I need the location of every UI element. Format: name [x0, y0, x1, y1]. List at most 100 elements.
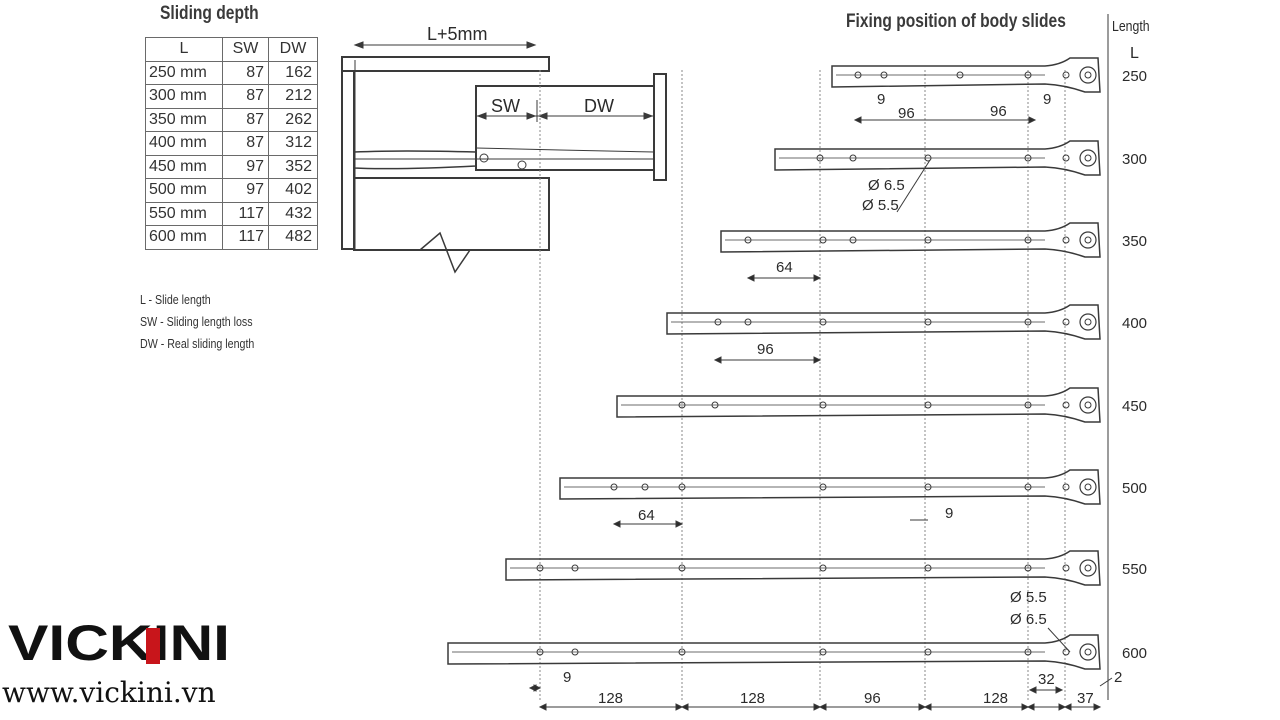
dim-label: 96 — [898, 105, 915, 122]
slide-450 — [616, 387, 1101, 423]
slide-250 — [831, 57, 1101, 93]
mounting-hole — [1024, 236, 1032, 244]
mounting-hole — [678, 401, 686, 409]
slide-500 — [559, 469, 1101, 505]
slide-length-label: 300 — [1122, 151, 1147, 168]
dim-label: 128 — [983, 690, 1008, 707]
hole-callout: Ø 6.5 — [1010, 611, 1047, 628]
cabinet-lower-panel — [353, 177, 550, 251]
dim-label: 128 — [598, 690, 623, 707]
mounting-hole — [678, 648, 686, 656]
mounting-hole — [1024, 401, 1032, 409]
sliding-depth-title: Sliding depth — [160, 3, 259, 24]
legend-l: L - Slide length — [140, 292, 211, 307]
dim-label: 9 — [1043, 91, 1051, 108]
mounting-hole — [819, 236, 827, 244]
mounting-hole — [536, 564, 544, 572]
slide-outline — [559, 469, 1101, 505]
table-cell: 500 mm — [145, 178, 223, 203]
slide-600 — [447, 634, 1101, 670]
length-symbol: L — [1130, 45, 1139, 62]
hole-callout: Ø 5.5 — [1010, 589, 1047, 606]
table-cell: 262 — [268, 107, 318, 132]
slide-wheel — [1079, 313, 1097, 331]
slide-350 — [720, 222, 1101, 258]
hole-callout: Ø 6.5 — [868, 177, 905, 194]
mounting-hole — [924, 564, 932, 572]
table-cell: 482 — [268, 225, 318, 250]
svg-text:VICKINI: VICKINI — [8, 618, 230, 668]
mounting-hole — [536, 648, 544, 656]
mounting-hole — [1024, 564, 1032, 572]
table-cell: 350 mm — [145, 107, 223, 132]
vickini-logo: VICKINI — [8, 618, 230, 668]
slide-outline — [774, 140, 1101, 176]
sw-label: SW — [491, 96, 520, 116]
mounting-hole — [849, 154, 857, 162]
table-cell: 87 — [222, 131, 269, 156]
table-cell: 87 — [222, 84, 269, 109]
table-cell: 600 mm — [145, 225, 223, 250]
mounting-hole — [571, 564, 579, 572]
mounting-hole — [571, 648, 579, 656]
slide-length-label: 500 — [1122, 480, 1147, 497]
slide-wheel — [1079, 231, 1097, 249]
slide-wheel — [1079, 478, 1097, 496]
slide-wheel — [1079, 66, 1097, 84]
dim-label: 96 — [990, 103, 1007, 120]
mounting-hole — [714, 318, 722, 326]
length-header: Length — [1112, 18, 1150, 35]
legend-dw: DW - Real sliding length — [140, 336, 255, 351]
mounting-hole — [744, 318, 752, 326]
table-cell: 450 mm — [145, 154, 223, 179]
mounting-hole — [744, 236, 752, 244]
hole-callout: Ø 5.5 — [862, 197, 899, 214]
slide-length-label: 400 — [1122, 315, 1147, 332]
slide-wheel — [1079, 149, 1097, 167]
dim-label: 9 — [877, 91, 885, 108]
mounting-hole — [816, 154, 824, 162]
mounting-hole — [849, 236, 857, 244]
drawer-front — [653, 73, 667, 181]
legend-sw: SW - Sliding length loss — [140, 314, 253, 329]
mounting-hole — [924, 318, 932, 326]
table-cell: 162 — [268, 60, 318, 85]
table-cell: 117 — [222, 225, 269, 250]
dim-label: 96 — [864, 690, 881, 707]
table-header-cell: L — [145, 37, 223, 62]
slide-length-label: 350 — [1122, 233, 1147, 250]
mounting-hole — [1024, 483, 1032, 491]
slide-outline — [666, 304, 1101, 340]
dim-label: 96 — [757, 341, 774, 358]
mounting-hole — [924, 401, 932, 409]
website-url: www.vickini.vn — [2, 676, 216, 709]
dim-label: 9 — [945, 505, 953, 522]
slide-outline — [720, 222, 1101, 258]
slide-length-label: 250 — [1122, 68, 1147, 85]
mounting-hole — [711, 401, 719, 409]
mounting-hole — [924, 648, 932, 656]
slide-wheel — [1079, 559, 1097, 577]
break-line — [419, 231, 471, 274]
mounting-hole — [819, 483, 827, 491]
mounting-hole — [880, 71, 888, 79]
table-cell: 87 — [222, 60, 269, 85]
mounting-hole — [641, 483, 649, 491]
cabinet-top-panel — [341, 56, 550, 72]
fixing-title: Fixing position of body slides — [846, 11, 1066, 32]
slide-length-label: 450 — [1122, 398, 1147, 415]
slide-length-label: 600 — [1122, 645, 1147, 662]
overall-length-label: L+5mm — [427, 24, 488, 44]
dim-label: 64 — [638, 507, 655, 524]
mounting-hole — [819, 401, 827, 409]
slide-outline — [447, 634, 1101, 670]
logo-red-accent — [146, 628, 160, 664]
